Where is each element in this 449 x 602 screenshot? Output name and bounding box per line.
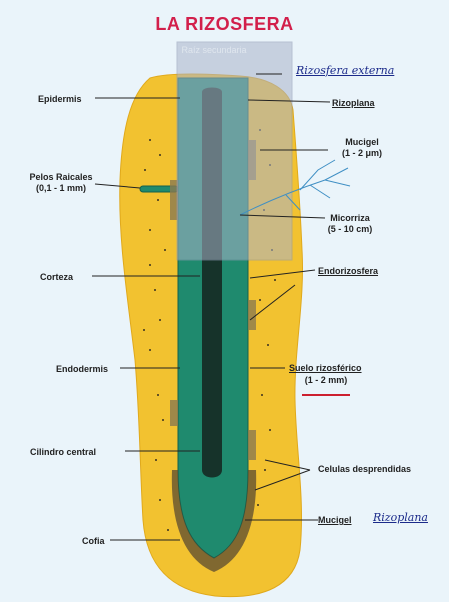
label-micorriza: Micorriza <box>320 213 380 223</box>
label-suelo-rizosferico-size: (1 - 2 mm) <box>300 375 352 385</box>
label-celulas-desprendidas: Celulas desprendidas <box>318 464 411 474</box>
label-micorriza-size: (5 - 10 cm) <box>320 224 380 234</box>
label-mucigel: Mucigel <box>332 137 392 147</box>
label-rizoplana: Rizoplana <box>332 98 375 108</box>
secondary-root-box <box>177 42 292 260</box>
label-suelo-rizosferico: Suelo rizosférico <box>289 363 362 373</box>
label-rizoplana-hand: Rizoplana <box>373 513 428 523</box>
label-mucigel-bottom: Mucigel <box>318 515 352 525</box>
label-cilindro-central: Cilindro central <box>30 447 96 457</box>
label-cofia: Cofia <box>82 536 105 546</box>
label-corteza: Corteza <box>40 272 73 282</box>
label-pelos-raicales: Pelos Raicales <box>26 172 96 182</box>
label-mucigel-size: (1 - 2 μm) <box>332 148 392 158</box>
label-endodermis: Endodermis <box>56 364 108 374</box>
secondary-root-label: Raíz secundaria <box>180 45 248 55</box>
label-endorizosfera: Endorizosfera <box>318 266 378 276</box>
label-pelos-raicales-size: (0,1 - 1 mm) <box>26 183 96 193</box>
label-rizosfera-externa: Rizosfera externa <box>296 66 394 76</box>
label-epidermis: Epidermis <box>38 94 82 104</box>
